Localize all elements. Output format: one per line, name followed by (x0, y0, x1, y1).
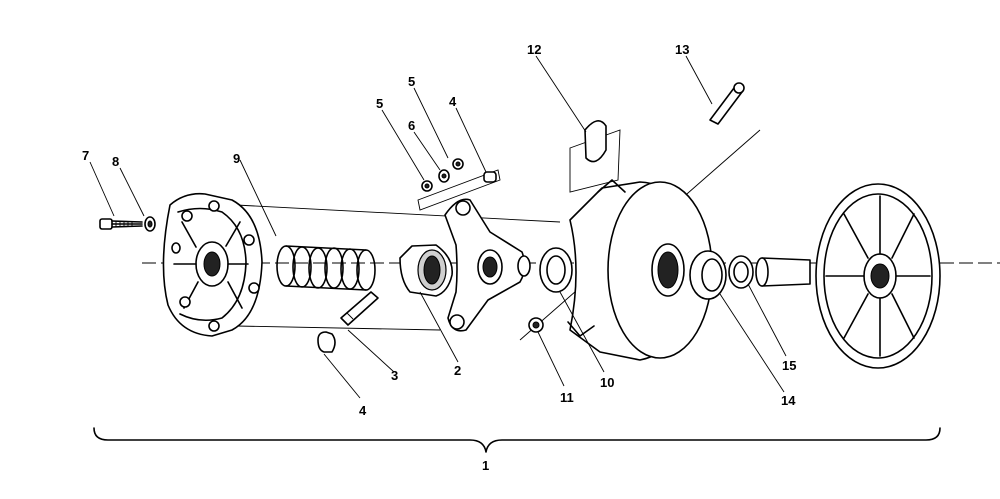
leader-lines (89, 55, 787, 399)
bolt-part-7 (99, 218, 143, 230)
callout-13: 13 (675, 42, 689, 57)
callout-8: 8 (112, 154, 119, 169)
washer-part-10 (539, 247, 573, 293)
roller-parts-5-6 (417, 158, 501, 211)
callout-5-left: 5 (376, 96, 383, 111)
callout-9: 9 (233, 151, 240, 166)
callout-1: 1 (482, 458, 489, 473)
assembly-brace (93, 427, 941, 453)
washer-part-15 (728, 255, 754, 289)
callout-12: 12 (527, 42, 541, 57)
callout-3: 3 (391, 368, 398, 383)
bolt-part-13 (709, 82, 745, 125)
nut-part-11 (528, 317, 544, 333)
roller-part-4-lower (317, 331, 336, 353)
callout-labels: 1 2 3 4 4 5 5 6 7 8 9 10 11 12 13 14 15 (82, 42, 796, 473)
callout-6: 6 (408, 118, 415, 133)
bearing-part-14 (689, 250, 727, 300)
pin-part-3 (340, 291, 379, 326)
fixed-sheave (755, 183, 941, 369)
callout-4-upper: 4 (449, 94, 457, 109)
callout-11: 11 (560, 390, 574, 405)
callout-2: 2 (454, 363, 461, 378)
spider-cover (162, 192, 263, 337)
callout-5-right: 5 (408, 74, 415, 89)
washer-part-8 (144, 216, 156, 232)
spider-assembly (444, 198, 531, 332)
spring-part-9 (276, 245, 376, 291)
callout-7: 7 (82, 148, 89, 163)
callout-14: 14 (781, 393, 796, 408)
callout-15: 15 (782, 358, 796, 373)
movable-sheave (567, 179, 713, 361)
bushing-part-12 (569, 120, 621, 193)
callout-10: 10 (600, 375, 614, 390)
callout-4-lower: 4 (359, 403, 367, 418)
threaded-hub-part-2 (399, 244, 453, 297)
